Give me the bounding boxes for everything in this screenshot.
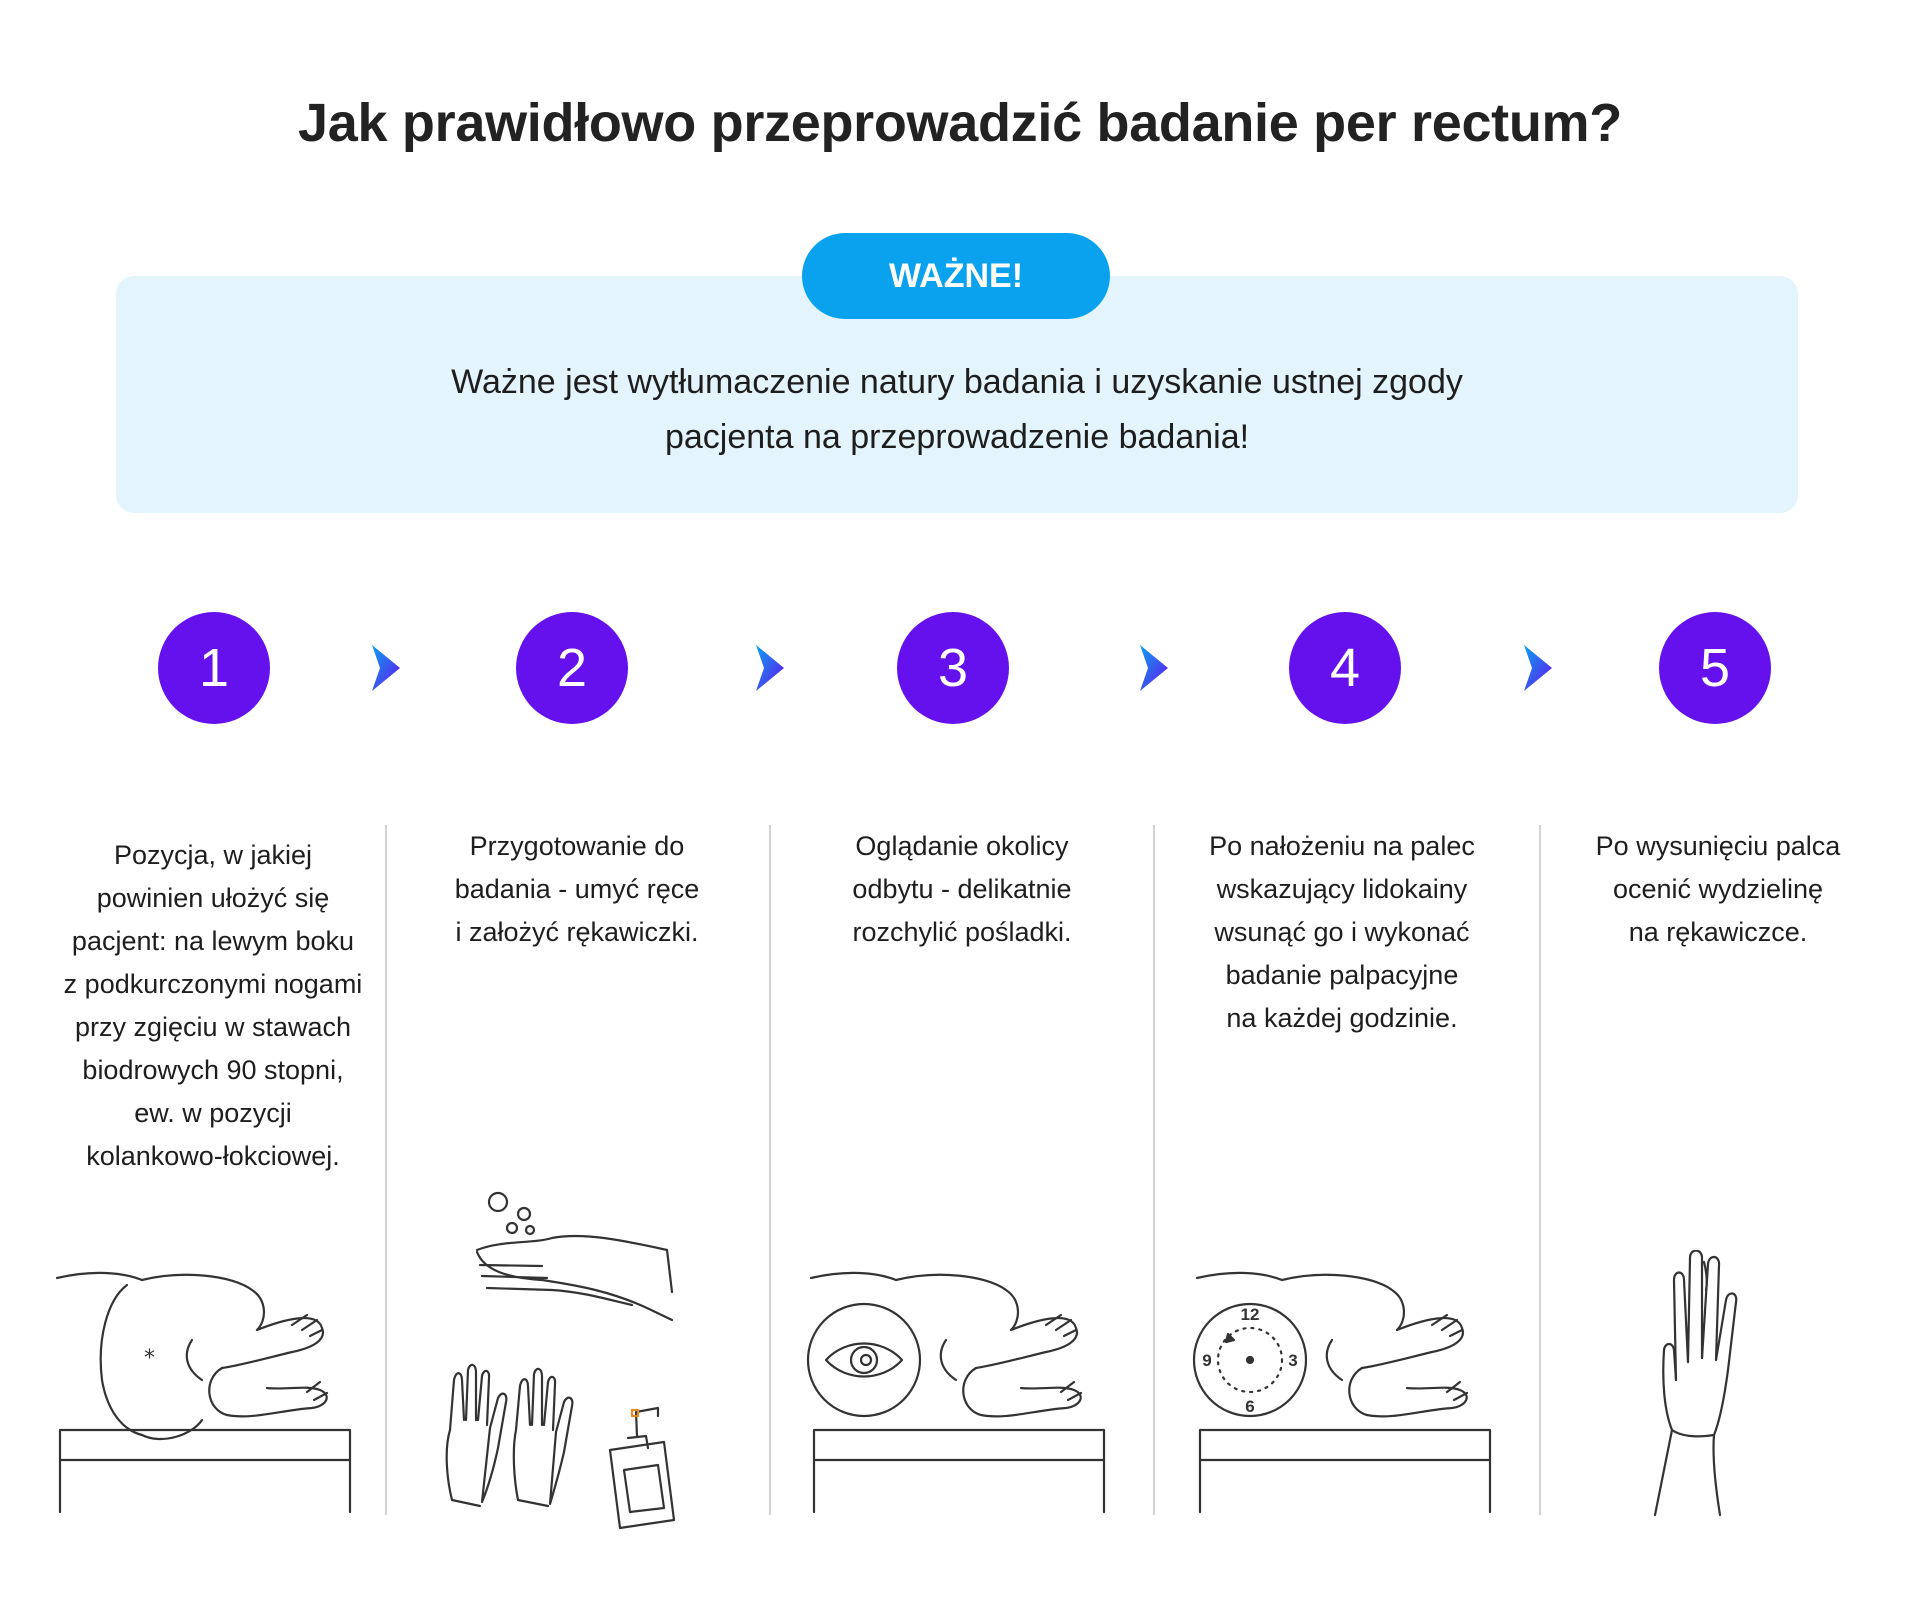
description-line: odbytu - delikatnie <box>852 874 1072 904</box>
page-title: Jak prawidłowo przeprowadzić badanie per… <box>298 93 1622 153</box>
description-line: ew. w pozycji <box>134 1098 292 1128</box>
description-line: na rękawiczce. <box>1628 917 1808 947</box>
step-1-description: Pozycja, w jakiej powinien ułożyć się pa… <box>63 834 363 1178</box>
step-4-number: 4 <box>1289 612 1401 724</box>
description-line: badania - umyć ręce <box>454 874 700 904</box>
clock-label-3: 3 <box>1288 1351 1297 1370</box>
step-4-description: Po nałożeniu na palec wskazujący lidokai… <box>1192 825 1492 1040</box>
chevron-right-icon <box>1524 645 1552 691</box>
column-divider <box>769 825 771 1515</box>
patient-side-lying-icon: * <box>52 1250 372 1520</box>
important-line: Ważne jest wytłumaczenie natury badania … <box>451 363 1463 401</box>
step-2-number: 2 <box>516 612 628 724</box>
description-line: wsunąć go i wykonać <box>1214 917 1470 947</box>
important-line: pacjenta na przeprowadzenie badania! <box>664 418 1250 456</box>
description-line: przy zgięciu w stawach <box>74 1012 352 1042</box>
description-line: na każdej godzinie. <box>1226 1003 1458 1033</box>
description-line: powinien ułożyć się <box>96 883 330 913</box>
step-2-description: Przygotowanie do badania - umyć ręce i z… <box>427 825 727 954</box>
description-line: Po wysunięciu palca <box>1595 831 1841 861</box>
description-line: pacjent: na lewym boku <box>71 926 355 956</box>
description-line: Po nałożeniu na palec <box>1209 831 1475 861</box>
column-divider <box>1539 825 1541 1515</box>
description-line: ocenić wydzielinę <box>1612 874 1824 904</box>
description-line: biodrowych 90 stopni, <box>82 1055 344 1085</box>
chevron-right-icon <box>1140 645 1168 691</box>
description-line: i założyć rękawiczki. <box>455 917 699 947</box>
important-notice-text: Ważne jest wytłumaczenie natury badania … <box>116 355 1798 465</box>
description-line: z podkurczonymi nogami <box>63 969 363 999</box>
description-line: Pozycja, w jakiej <box>113 840 313 870</box>
step-1-number: 1 <box>158 612 270 724</box>
step-5-number: 5 <box>1659 612 1771 724</box>
clock-label-12: 12 <box>1241 1305 1260 1324</box>
column-divider <box>1153 825 1155 1515</box>
hand-washing-gloves-icon <box>432 1180 702 1540</box>
chevron-right-icon <box>756 645 784 691</box>
chevron-right-icon <box>372 645 400 691</box>
description-line: Przygotowanie do <box>469 831 685 861</box>
description-line: rozchylić pośladki. <box>852 917 1072 947</box>
step-3-description: Oglądanie okolicy odbytu - delikatnie ro… <box>812 825 1112 954</box>
description-line: badanie palpacyjne <box>1225 960 1459 990</box>
step-3-number: 3 <box>897 612 1009 724</box>
clock-label-9: 9 <box>1202 1351 1211 1370</box>
inspection-eye-icon <box>806 1250 1116 1520</box>
svg-text:*: * <box>144 1346 155 1371</box>
column-divider <box>385 825 387 1515</box>
step-5-description: Po wysunięciu palca ocenić wydzielinę na… <box>1568 825 1868 954</box>
description-line: wskazujący lidokainy <box>1216 874 1468 904</box>
description-line: Oglądanie okolicy <box>855 831 1069 861</box>
clock-palpation-icon: 12 3 6 9 <box>1192 1250 1502 1520</box>
description-line: kolankowo-łokciowej. <box>86 1141 340 1171</box>
clock-label-6: 6 <box>1245 1397 1254 1416</box>
gloved-hand-icon <box>1640 1250 1780 1520</box>
important-badge: WAŻNE! <box>802 233 1110 319</box>
